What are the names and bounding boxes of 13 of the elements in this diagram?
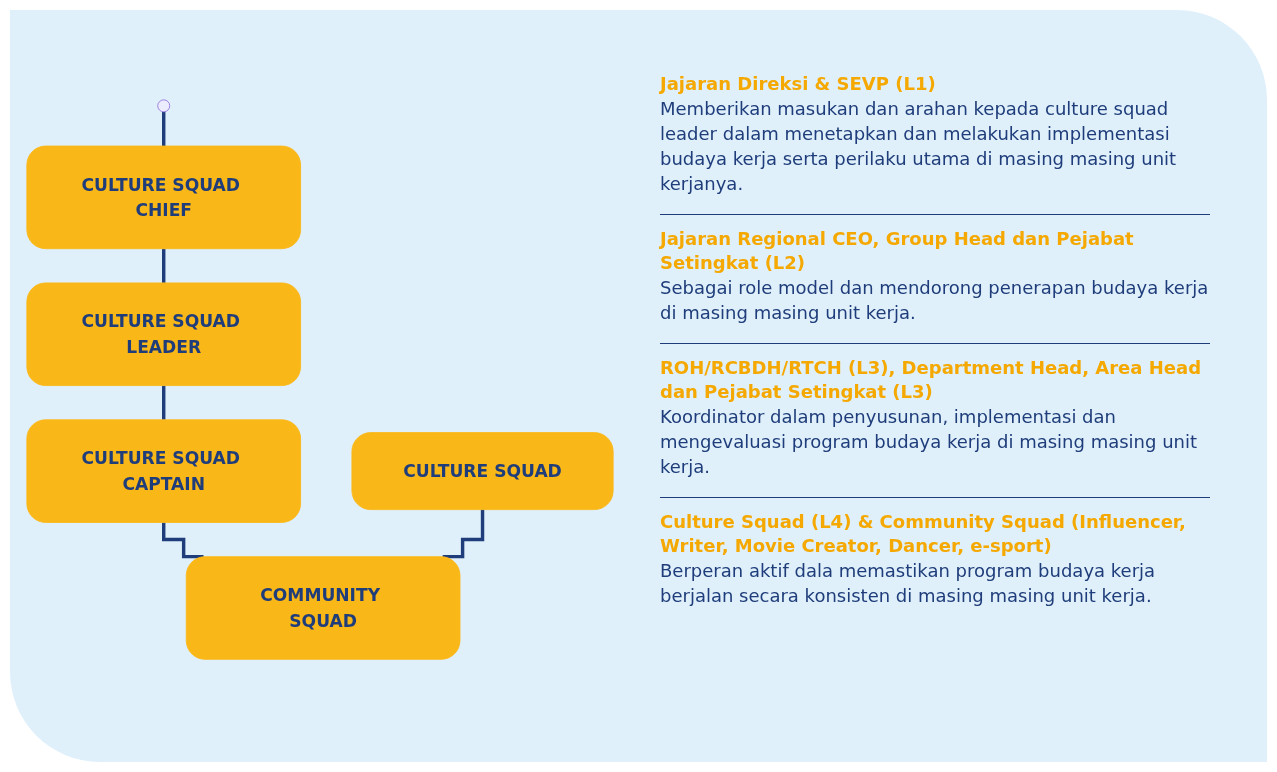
- level-description: Memberikan masukan dan arahan kepada culture squad leader dalam menetapkan dan melakukan implementasi budaya kerja serta perilaku utama di masing masing unit kerjanya.: [660, 97, 1178, 196]
- squad-box: CULTURE SQUAD LEADER: [26, 282, 301, 387]
- level-description: Berperan aktif dala memastikan program budaya kerja berjalan secara konsisten di masing masing unit kerja.: [660, 559, 1157, 608]
- squad-box: COMMUNITY SQUAD: [185, 556, 461, 661]
- level-heading: Jajaran Regional CEO, Group Head dan Pejabat Setingkat (L2): [660, 227, 1135, 275]
- squad-box: CULTURE SQUAD CAPTAIN: [26, 419, 301, 524]
- level-description: Sebagai role model dan mendorong penerapan budaya kerja di masing masing unit kerja.: [660, 276, 1210, 325]
- level-heading: Culture Squad (L4) & Community Squad (Influencer, Writer, Movie Creator, Dancer, e-sport): [660, 510, 1187, 558]
- level-description: Koordinator dalam penyusunan, implementasi dan mengevaluasi program budaya kerja di masing masing unit kerja.: [660, 405, 1199, 479]
- level-heading: Jajaran Direksi & SEVP (L1): [660, 72, 937, 96]
- squad-box: CULTURE SQUAD: [351, 432, 614, 511]
- level-heading: ROH/RCBDH/RTCH (L3), Department Head, Area Head dan Pejabat Setingkat (L3): [660, 356, 1203, 404]
- squad-box: CULTURE SQUAD CHIEF: [26, 146, 301, 250]
